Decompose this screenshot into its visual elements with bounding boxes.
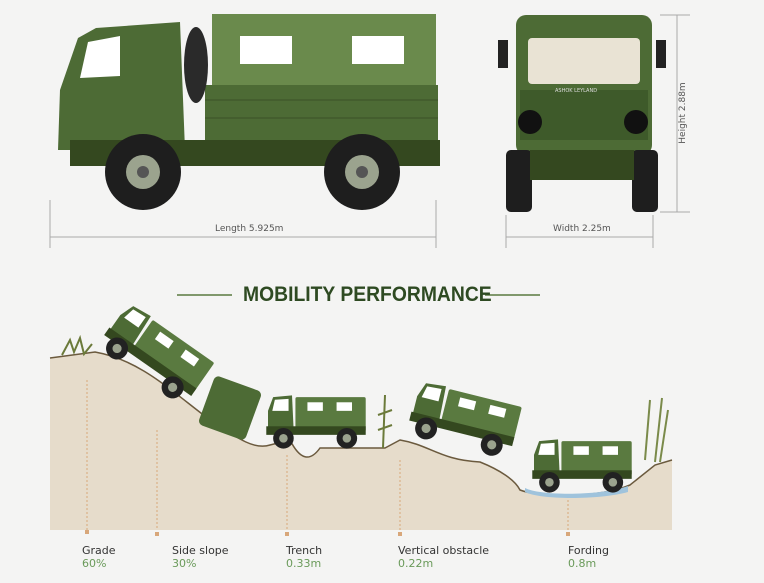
truck-trench — [266, 395, 366, 449]
section-title: MOBILITY PERFORMANCE — [243, 283, 492, 306]
metric-value: 0.33m — [286, 557, 322, 570]
metric-vertical-obstacle: Vertical obstacle 0.22m — [398, 544, 489, 570]
truck-front-view — [498, 15, 666, 212]
truck-side-view — [58, 14, 440, 210]
metric-trench: Trench 0.33m — [286, 544, 322, 570]
metric-fording: Fording 0.8m — [568, 544, 609, 570]
width-dimension: Width 2.25m — [553, 224, 611, 234]
length-dimension: Length 5.925m — [215, 224, 284, 234]
truck-side-slope — [199, 376, 261, 440]
height-dimension: Height 2.88m — [678, 82, 688, 144]
metric-label: Vertical obstacle — [398, 544, 490, 557]
front-badge: ASHOK LEYLAND — [555, 88, 598, 94]
terrain — [49, 334, 673, 536]
metric-value: 0.8m — [568, 557, 597, 570]
metric-value: 0.22m — [398, 557, 434, 570]
dimension-lines — [49, 14, 690, 248]
metric-value: 30% — [172, 557, 197, 570]
metric-label: Grade — [82, 544, 116, 557]
metric-label: Fording — [568, 544, 609, 557]
metric-value: 60% — [82, 557, 107, 570]
metric-label: Trench — [286, 544, 323, 557]
metric-label: Side slope — [172, 544, 229, 557]
metric-side-slope: Side slope 30% — [172, 544, 229, 570]
metric-grade: Grade 60% — [82, 544, 116, 570]
truck-fording — [532, 439, 632, 493]
